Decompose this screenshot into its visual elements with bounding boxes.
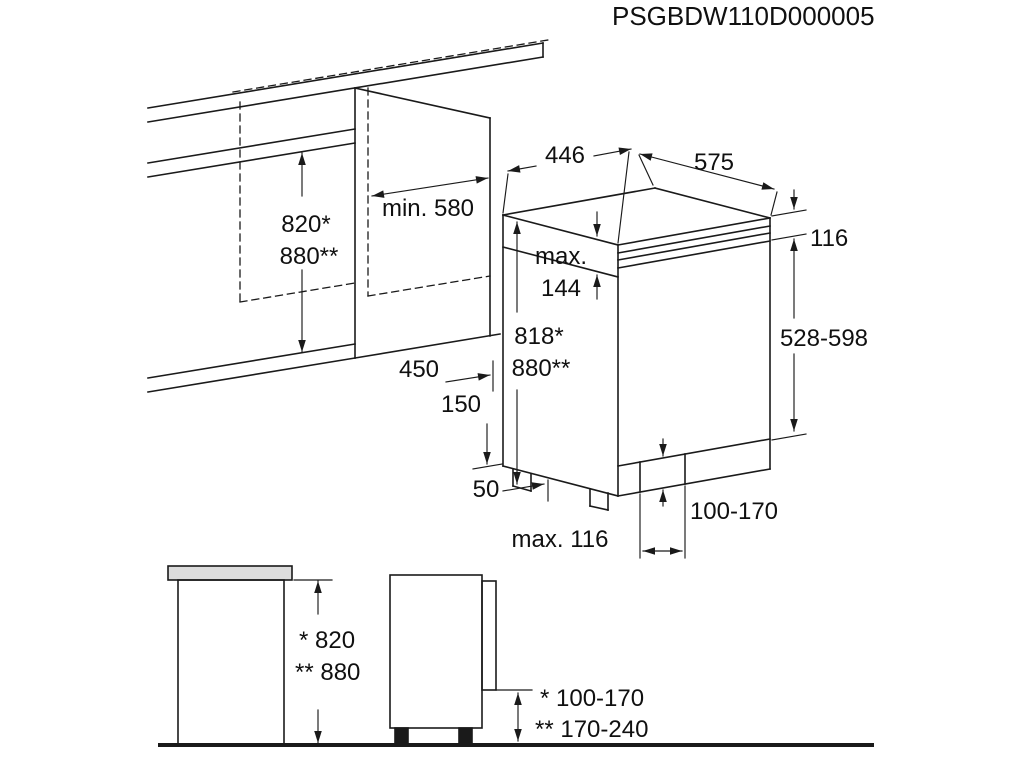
dim-cabinet-height-line2: ** 880: [295, 659, 360, 686]
dishwasher-door-panel: [481, 580, 497, 691]
drawing-code: PSGBDW110D000005: [612, 1, 875, 31]
dim-top-depth: 575: [638, 149, 778, 216]
cabinet-body: [177, 579, 285, 745]
dim-niche-depth-label: min. 580: [382, 195, 474, 222]
dim-50-label: 50: [473, 476, 500, 503]
cabinet-worktop: [167, 565, 293, 581]
dim-worktop-strip: 116: [771, 189, 848, 252]
dim-cabinet-height: * 820 ** 880: [293, 579, 360, 744]
dim-plinth-max-depth-label: max. 116: [512, 526, 609, 553]
elevation-cabinet: * 820 ** 880: [167, 565, 360, 745]
dishwasher-box: [502, 187, 771, 511]
dim-max-144: max. 144: [535, 211, 601, 302]
dishwasher-side-body: [389, 574, 483, 729]
dim-appliance-height-line1: 818*: [514, 323, 563, 350]
dim-appliance-height-line2: 880**: [512, 355, 571, 382]
dim-top-depth-label: 575: [694, 149, 734, 176]
dim-max-144-value: 144: [541, 275, 581, 302]
dim-feet-height: 100-170: [659, 438, 778, 525]
dim-150: 150: [441, 391, 503, 470]
dim-feet-height-label: 100-170: [690, 498, 778, 525]
dim-niche-height: 820* 880**: [280, 152, 339, 353]
dim-plinth-clearance-line1: * 100-170: [540, 685, 644, 712]
dim-plinth-max-depth: max. 116: [512, 485, 686, 559]
dim-top-width: 446: [502, 142, 632, 244]
dim-worktop-strip-label: 116: [810, 225, 848, 252]
dim-plinth-clearance: * 100-170 ** 170-240: [495, 685, 648, 743]
dim-50: 50: [473, 476, 549, 503]
dim-front-panel-height: 528-598: [771, 238, 868, 441]
dim-niche-height-line1: 820*: [281, 211, 330, 238]
dim-niche-height-line2: 880**: [280, 243, 339, 270]
dim-max-144-word: max.: [535, 243, 587, 270]
dim-appliance-height: 818* 880**: [512, 221, 571, 485]
dim-top-width-label: 446: [545, 142, 585, 169]
dim-150-label: 150: [441, 391, 481, 418]
dim-cabinet-height-line1: * 820: [299, 627, 355, 654]
dishwasher-foot-front: [394, 727, 409, 745]
dim-plinth-recess: 450: [399, 356, 494, 392]
dim-front-panel-height-label: 528-598: [780, 325, 868, 352]
dishwasher-foot-rear: [458, 727, 473, 745]
dim-niche-depth: min. 580: [371, 176, 489, 222]
dim-plinth-recess-label: 450: [399, 356, 439, 383]
elevation-dishwasher: * 100-170 ** 170-240: [389, 574, 648, 745]
dim-plinth-clearance-line2: ** 170-240: [535, 716, 648, 743]
worktop-and-niche: [147, 39, 549, 393]
